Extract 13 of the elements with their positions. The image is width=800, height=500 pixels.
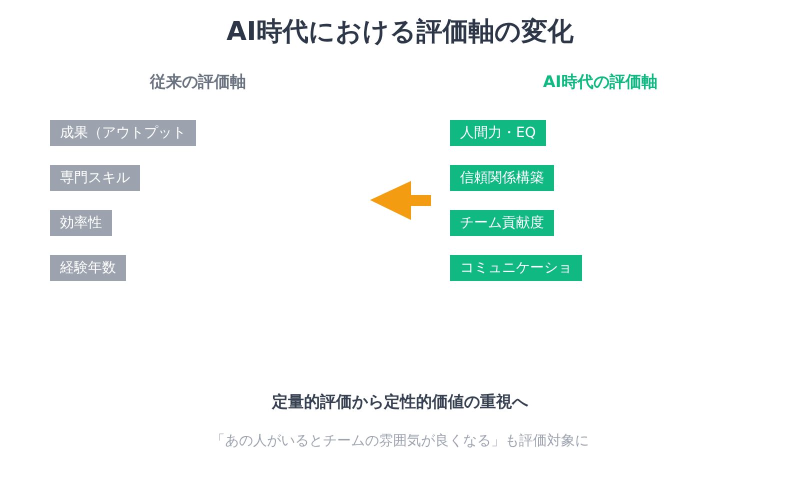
column-heading: 従来の評価軸: [150, 72, 246, 93]
note: 「あの人がいるとチームの雰囲気が良くなる」も評価対象に: [211, 432, 589, 450]
item-box: コミュニケーショ: [450, 255, 582, 281]
title: AI時代における評価軸の変化: [226, 16, 574, 49]
item-box: 専門スキル: [50, 165, 140, 191]
item-box: 経験年数: [50, 255, 126, 281]
item-box: 信頼関係構築: [450, 165, 554, 191]
column-heading: AI時代の評価軸: [543, 72, 658, 93]
item-box: 効率性: [50, 210, 112, 236]
subtitle: 定量的評価から定性的価値の重視へ: [272, 392, 528, 413]
item-box: 成果（アウトプット: [50, 120, 196, 146]
item-box: 人間力・EQ: [450, 120, 546, 146]
item-box: チーム貢献度: [450, 210, 554, 236]
